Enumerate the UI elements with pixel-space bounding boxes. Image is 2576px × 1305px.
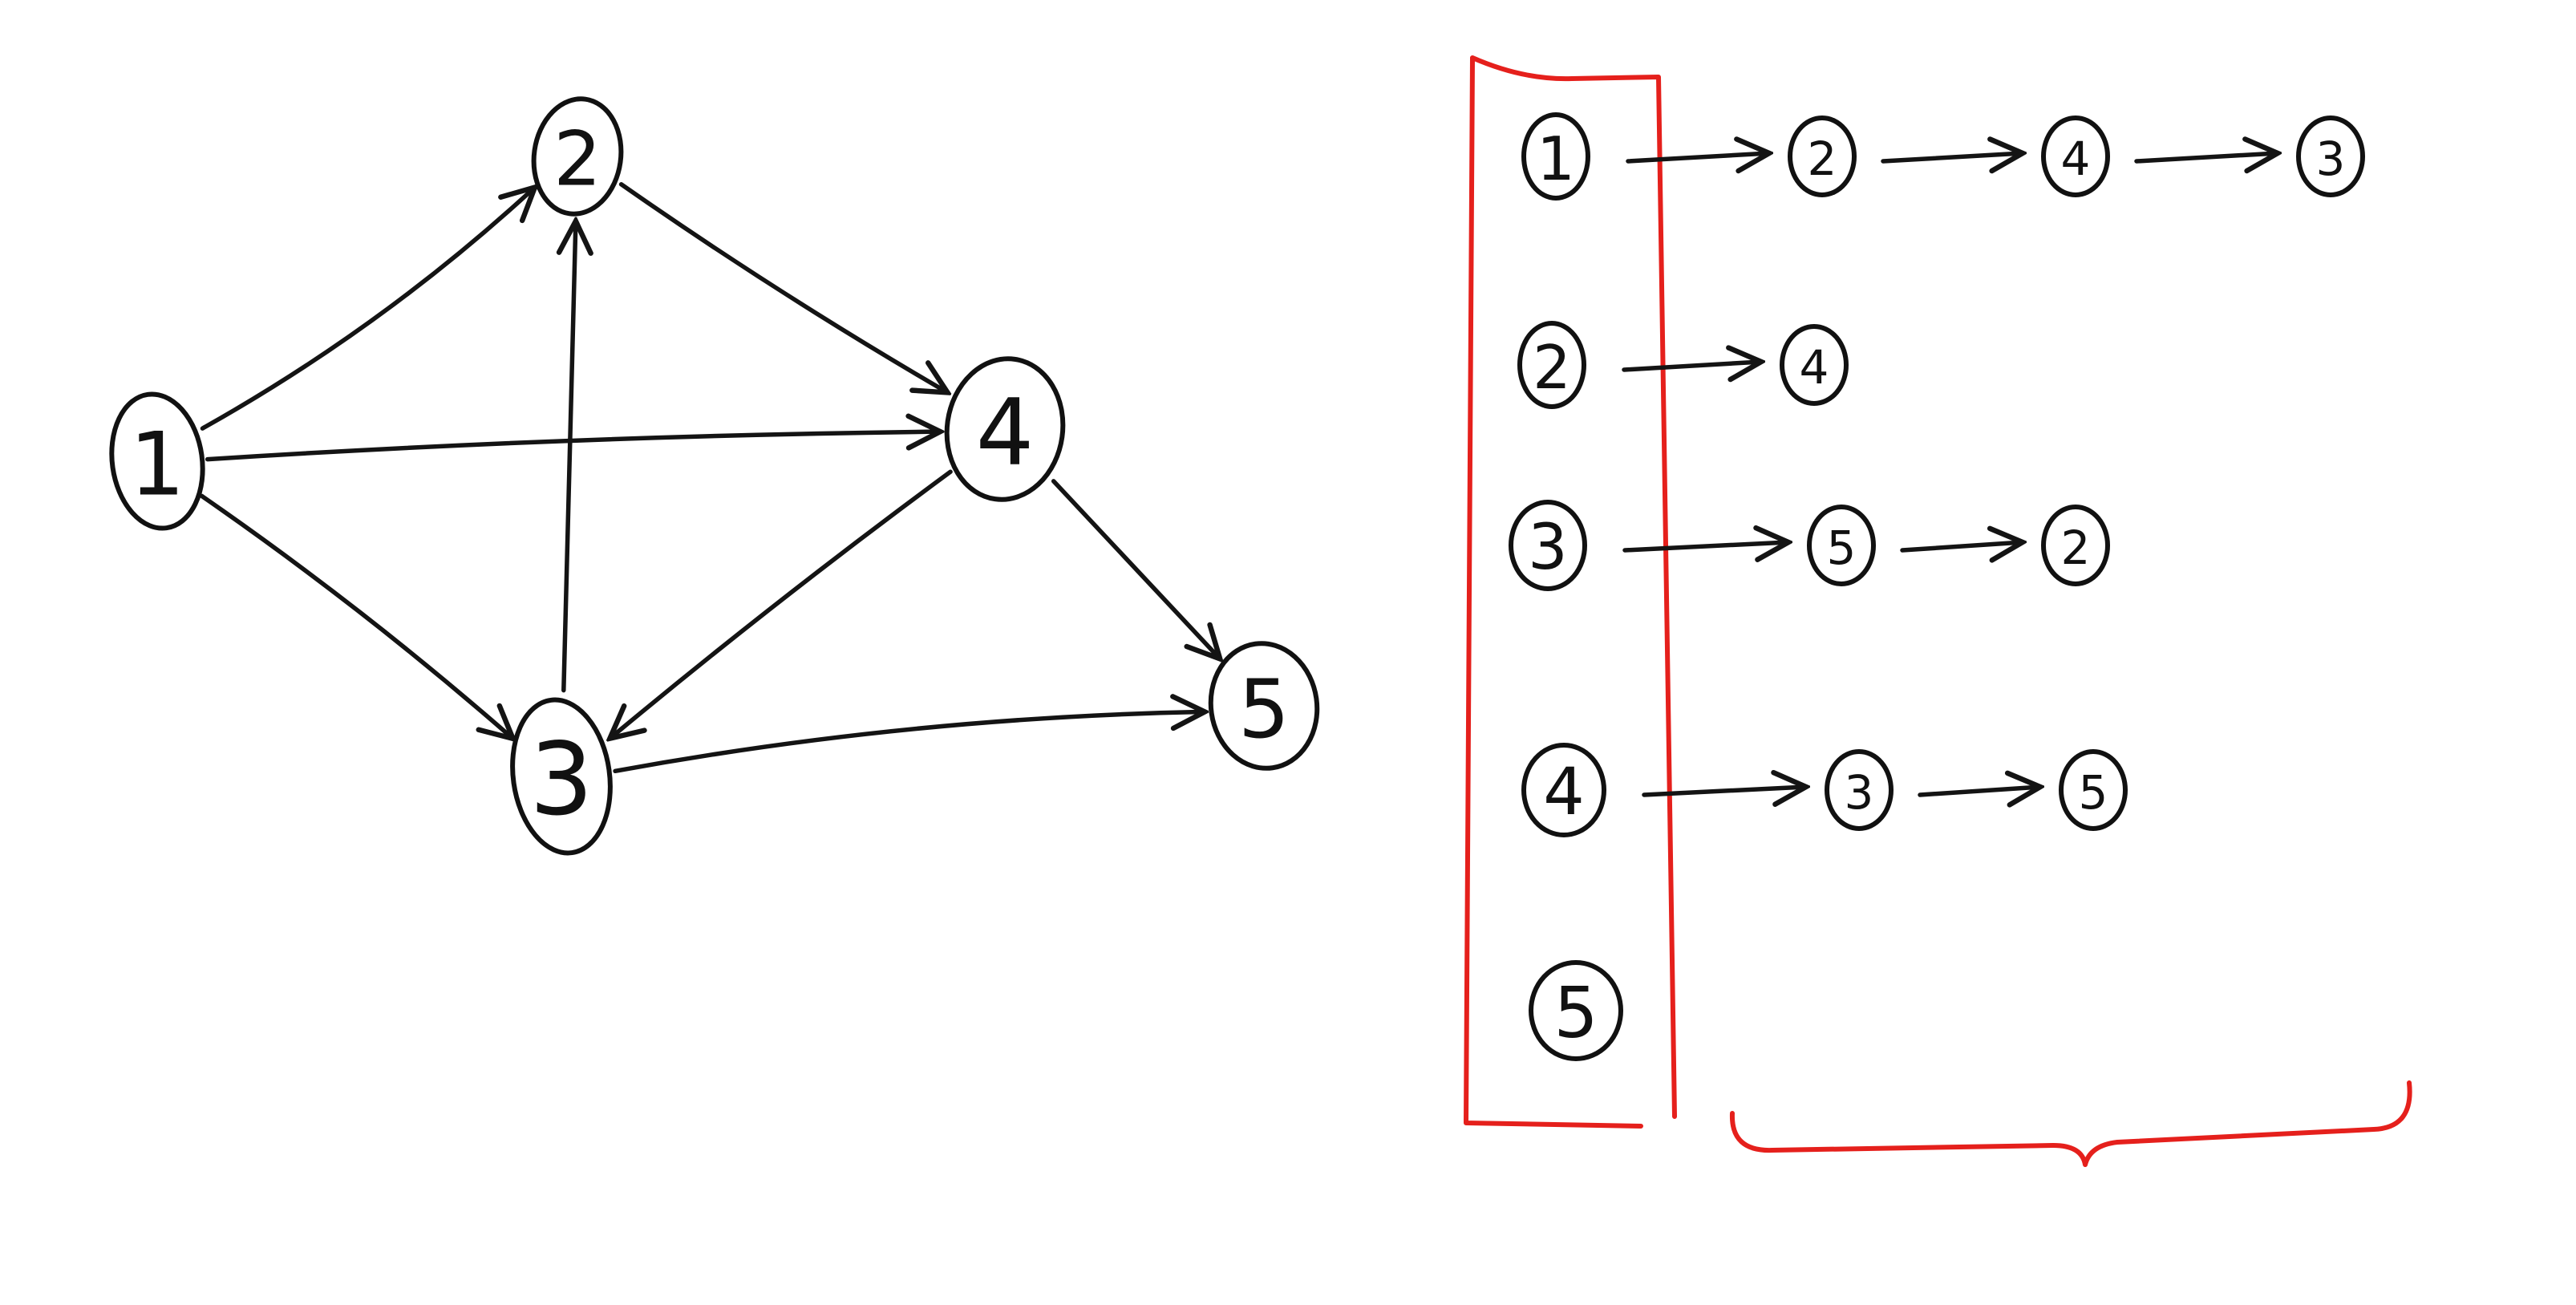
adj-node-1-1-circle bbox=[2041, 116, 2110, 197]
adj-head-5-label: 5 bbox=[1553, 972, 1598, 1054]
adj-node-1-0-circle bbox=[1788, 116, 1857, 197]
adj-row-3: 3 5 2 bbox=[1509, 500, 2110, 591]
head-column-box bbox=[1464, 55, 1677, 1129]
adj-node-3-0-label: 5 bbox=[1827, 521, 1857, 575]
node-2-label: 2 bbox=[553, 116, 601, 204]
adj-head-2-label: 2 bbox=[1533, 332, 1571, 403]
node-5-circle bbox=[1208, 641, 1320, 771]
graph-node-3: 3 bbox=[510, 697, 613, 856]
node-2-circle bbox=[531, 96, 624, 217]
adj-head-4-label: 4 bbox=[1543, 755, 1585, 830]
adj-row-1: 1 2 4 3 bbox=[1521, 112, 2365, 201]
node-4-label: 4 bbox=[976, 379, 1035, 486]
edge-3-to-5 bbox=[613, 711, 1205, 774]
node-3-label: 3 bbox=[529, 722, 593, 838]
adj-head-3-label: 3 bbox=[1528, 512, 1568, 584]
adj-arrow-2-0 bbox=[1622, 362, 1761, 370]
node-5-label: 5 bbox=[1238, 662, 1290, 756]
node-4-circle bbox=[944, 356, 1066, 502]
adj-node-1-2-circle bbox=[2296, 116, 2365, 197]
edge-1-to-2 bbox=[200, 188, 535, 431]
adj-node-2-0-circle bbox=[1780, 324, 1849, 406]
node-3-circle bbox=[510, 697, 613, 856]
adj-head-3-circle bbox=[1509, 500, 1587, 591]
neighbor-lists-brace bbox=[1729, 1080, 2412, 1167]
adj-arrow-1-2 bbox=[2134, 153, 2278, 161]
adj-node-3-1-circle bbox=[2041, 505, 2110, 586]
adj-arrow-3-1 bbox=[1900, 542, 2023, 550]
adj-head-4-circle bbox=[1521, 743, 1606, 837]
adj-node-1-1-label: 4 bbox=[2061, 132, 2091, 186]
adj-arrow-1-0 bbox=[1626, 153, 1769, 161]
adj-node-4-0-circle bbox=[1825, 749, 1894, 831]
edge-1-to-3 bbox=[199, 493, 513, 739]
adj-arrow-3-0 bbox=[1622, 542, 1788, 550]
adj-node-4-1-label: 5 bbox=[2079, 765, 2108, 820]
node-1-circle bbox=[109, 391, 205, 531]
graph-node-4: 4 bbox=[944, 356, 1066, 502]
adj-node-3-0-circle bbox=[1807, 505, 1876, 586]
edge-3-to-2 bbox=[564, 221, 576, 693]
adj-node-4-1-circle bbox=[2059, 749, 2128, 831]
edge-2-to-4 bbox=[618, 182, 948, 393]
edge-1-to-4 bbox=[205, 432, 941, 462]
graph-nodes: 1 2 3 4 5 bbox=[109, 96, 1320, 856]
adj-node-1-0-label: 2 bbox=[1808, 132, 1837, 186]
adj-head-1-circle bbox=[1521, 112, 1590, 201]
graph-edges bbox=[199, 182, 1221, 774]
edge-4-to-5 bbox=[1051, 479, 1221, 659]
adj-node-3-1-label: 2 bbox=[2061, 521, 2091, 575]
adj-head-1-label: 1 bbox=[1537, 124, 1575, 194]
adj-row-4: 4 3 5 bbox=[1521, 743, 2128, 837]
adj-arrow-4-1 bbox=[1918, 787, 2040, 795]
graph-node-1: 1 bbox=[109, 391, 205, 531]
adj-head-5-circle bbox=[1529, 960, 1623, 1061]
adj-node-1-2-label: 3 bbox=[2316, 132, 2346, 186]
adj-head-2-circle bbox=[1517, 321, 1586, 409]
adj-arrow-4-0 bbox=[1642, 787, 1806, 795]
adj-node-2-0-label: 4 bbox=[1800, 340, 1829, 395]
adj-row-5: 5 bbox=[1529, 960, 1623, 1061]
graph-node-5: 5 bbox=[1208, 641, 1320, 771]
graph-node-2: 2 bbox=[531, 96, 624, 217]
node-1-label: 1 bbox=[129, 414, 184, 516]
adj-node-4-0-label: 3 bbox=[1845, 765, 1874, 820]
adj-arrow-1-1 bbox=[1881, 153, 2023, 161]
edge-4-to-3 bbox=[610, 469, 953, 739]
